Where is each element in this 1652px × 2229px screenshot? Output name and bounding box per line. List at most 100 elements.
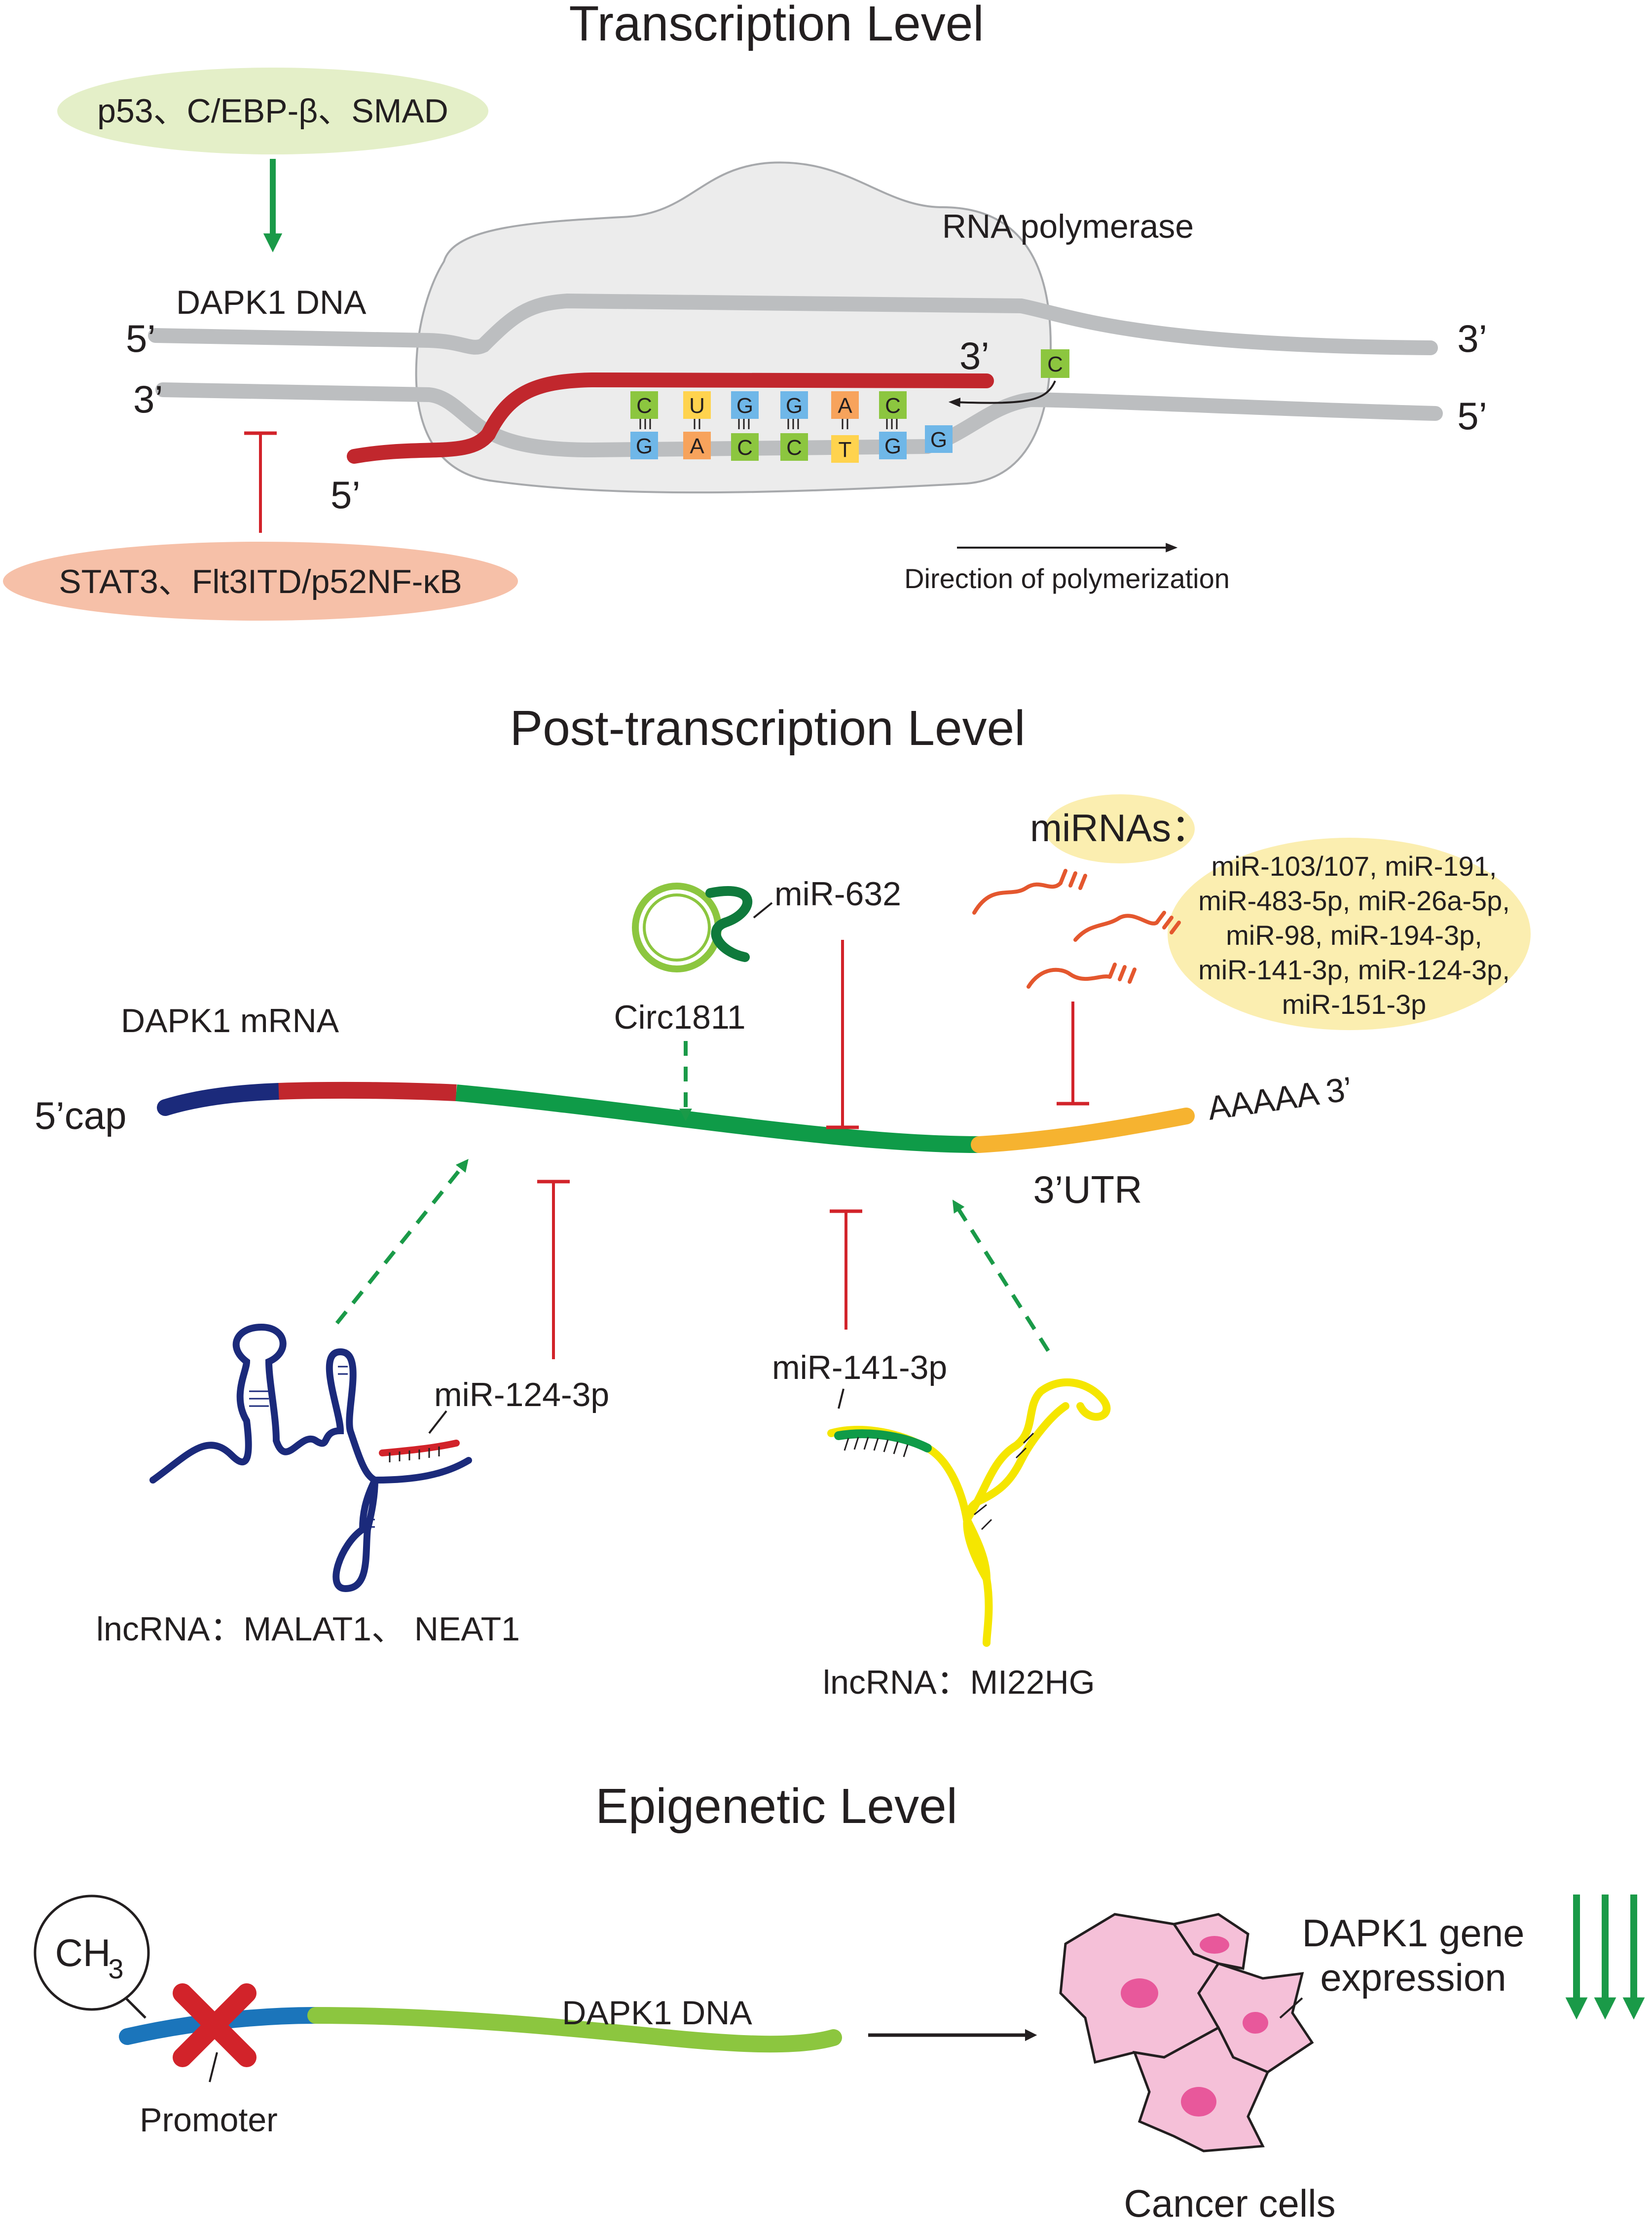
mir124-pointer — [428, 1410, 447, 1434]
rna-base-box — [683, 391, 711, 419]
rna-bases: C U G G A C — [630, 391, 907, 419]
lncrna-left-structure — [149, 1323, 472, 1593]
mir632-pointer — [753, 902, 773, 919]
incoming-nucleotide: C — [1047, 352, 1063, 376]
epigenetic-section: Epigenetic Level CH 3 Promoter DAPK1 DNA… — [34, 1779, 1645, 2225]
lncrna-right-structure — [827, 1378, 1111, 1647]
rna-base: U — [689, 394, 705, 418]
rna-base: C — [636, 394, 652, 418]
mirna-line: miR-103/107, miR-191, — [1211, 851, 1497, 882]
nucleus — [1121, 1978, 1158, 2008]
template-base-box — [630, 432, 658, 459]
lncrna-left-activation-arrow — [335, 1159, 469, 1325]
lncrna-right-activation-arrow — [952, 1199, 1050, 1352]
mrna-label: DAPK1 mRNA — [121, 1002, 339, 1040]
lncrna-right-helix-rungs — [974, 1432, 1034, 1530]
transcription-title: Transcription Level — [569, 0, 984, 51]
rna-base: C — [885, 394, 901, 418]
mir632-strand — [705, 886, 753, 962]
epigenetic-dna-label: DAPK1 DNA — [562, 1994, 752, 2032]
methyl-label: CH — [55, 1931, 111, 1974]
rna-base: G — [786, 394, 803, 418]
mirnas-bubble — [1168, 838, 1531, 1030]
dapk1-dna-label: DAPK1 DNA — [176, 284, 367, 321]
activator-oval — [57, 68, 488, 154]
cancer-cells-icon — [1059, 1913, 1314, 2153]
dapk1-dna-segment — [307, 2007, 842, 2053]
direction-label: Direction of polymerization — [904, 563, 1230, 594]
transcription-section: Transcription Level p53、C/EBP-β、SMAD DAP… — [3, 0, 1487, 621]
mir124-label: miR-124-3p — [434, 1376, 609, 1413]
mir632-label: miR-632 — [774, 875, 901, 913]
expression-label-line1: DAPK1 gene — [1302, 1911, 1525, 1955]
end-5-bottom-right: 5’ — [1457, 394, 1487, 438]
rna-base: A — [838, 394, 852, 418]
circ1811-inner-ring — [643, 893, 711, 962]
lncrna-left-backbone — [149, 1323, 472, 1484]
template-base: T — [839, 438, 852, 462]
cancer-cells-label: Cancer cells — [1124, 2182, 1335, 2225]
template-base-box — [925, 425, 953, 453]
template-base: C — [786, 436, 802, 460]
dna-coding-strand — [148, 293, 1438, 355]
nucleus — [1200, 1936, 1229, 1954]
activator-label: p53、C/EBP-β、SMAD — [97, 92, 448, 130]
circ1811-ring — [632, 883, 722, 972]
mir141-strand — [834, 1429, 932, 1452]
mir141-pointer — [838, 1388, 844, 1409]
downregulation-arrows-icon — [1565, 1895, 1645, 2020]
mirna-strands — [972, 869, 1181, 989]
template-base: A — [690, 434, 704, 458]
mirna-strand — [1073, 914, 1159, 942]
end-5-top: 5’ — [126, 317, 156, 360]
rna-base-box — [879, 391, 907, 419]
rna-base-box — [731, 391, 759, 419]
nucleus — [1181, 2087, 1216, 2117]
mirna-line: miR-141-3p, miR-124-3p, — [1198, 954, 1510, 985]
rna-base-box — [630, 391, 658, 419]
lncrna-right-helix-a — [963, 1378, 1111, 1523]
inhibitor-oval — [3, 542, 518, 621]
lncrna-right-helix-b — [963, 1402, 1069, 1583]
methyl-subscript: 3 — [108, 1953, 123, 1984]
rna-base-box — [831, 391, 859, 419]
lncrna-left-label: lncRNA：MALAT1、 NEAT1 — [96, 1610, 520, 1648]
mirna-line: miR-151-3p — [1282, 989, 1427, 1020]
expression-label-line2: expression — [1320, 1956, 1506, 1999]
methyl-link — [125, 1997, 147, 2019]
mirna-line: miR-483-5p, miR-26a-5p, — [1198, 885, 1510, 916]
template-base: C — [737, 436, 753, 460]
mir141-label: miR-141-3p — [772, 1349, 947, 1386]
methyl-group-circle — [34, 1895, 150, 2011]
template-base-box — [683, 432, 711, 459]
template-base-box — [780, 433, 808, 461]
rna-transcript — [347, 372, 994, 464]
rna-3-end: 3’ — [959, 334, 990, 377]
rna-base: G — [736, 394, 753, 418]
polyA-label: AAAAA 3’ — [1206, 1070, 1355, 1127]
rna-base-box — [780, 391, 808, 419]
template-bases: G A C C T G G — [630, 425, 953, 463]
mirnas-title: miRNAs： — [1030, 806, 1210, 850]
rna-5-end: 5’ — [330, 473, 361, 517]
mir141-pairs — [844, 1437, 909, 1457]
end-3-top-right: 3’ — [1457, 317, 1487, 360]
template-base: G — [884, 434, 901, 458]
mirna-strand — [972, 881, 1063, 915]
expression-pointer — [1279, 1997, 1303, 2019]
mirna-strand — [1027, 967, 1112, 989]
mirna-line: miR-98, miR-194-3p, — [1226, 920, 1482, 951]
post-transcription-title: Post-transcription Level — [510, 701, 1026, 756]
utr-label: 3’UTR — [1033, 1168, 1142, 1211]
lncrna-left-pairs — [249, 1366, 375, 1528]
mir124-strand — [379, 1440, 460, 1456]
blocked-cross-icon — [173, 1983, 257, 2067]
template-base: G — [930, 428, 947, 452]
lncrna-right-label: lncRNA：MI22HG — [823, 1664, 1095, 1701]
template-base-box — [731, 433, 759, 461]
incoming-nucleotide-arrow — [948, 380, 1056, 408]
mrna-segment-3utr — [971, 1108, 1195, 1153]
epigenetic-title: Epigenetic Level — [595, 1779, 957, 1834]
post-transcription-section: Post-transcription Level DAPK1 mRNA 5’ca… — [35, 701, 1531, 1701]
